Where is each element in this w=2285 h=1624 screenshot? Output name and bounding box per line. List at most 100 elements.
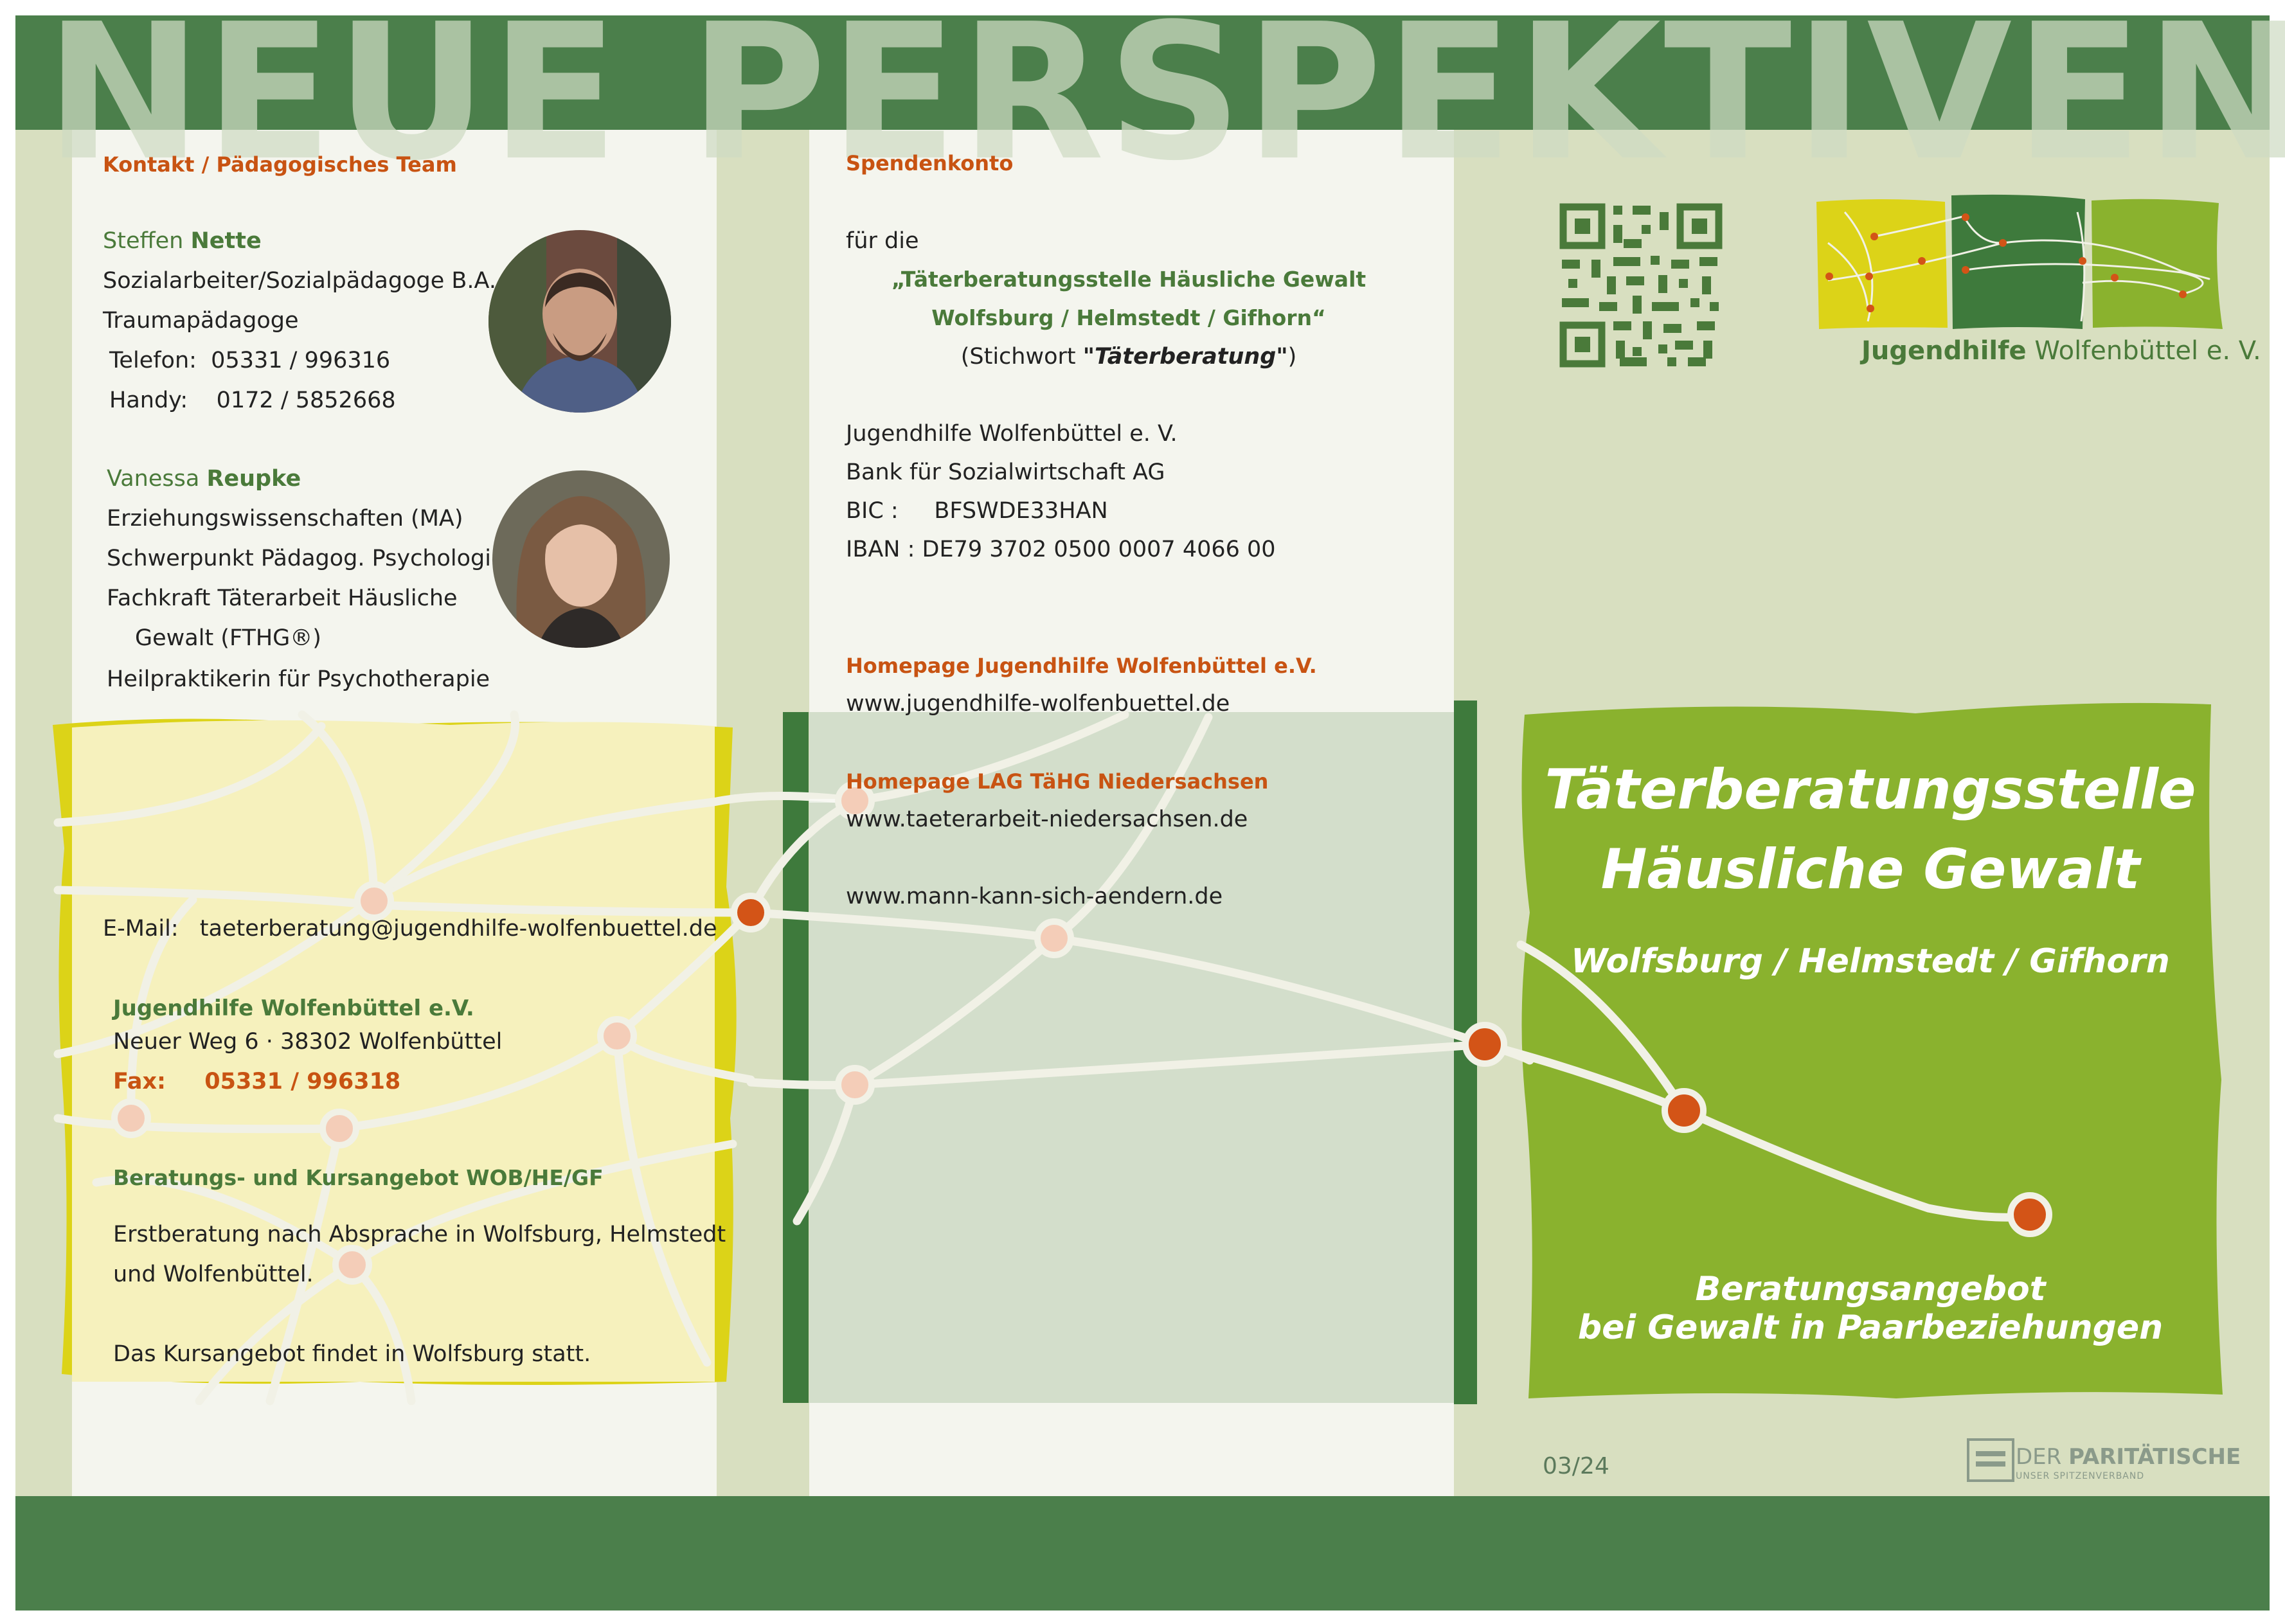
partner-name-a: DER (2016, 1444, 2069, 1470)
person1-line-2: Traumapädagoge (103, 308, 299, 334)
fax-label: Fax: (113, 1069, 166, 1094)
keyword-prefix: (Stichwort (960, 344, 1083, 370)
partner-name: DER PARITÄTISCHE (2016, 1446, 2241, 1468)
logo-dot-1 (1870, 233, 1878, 240)
node-pink-6 (835, 781, 875, 821)
line-11 (265, 1124, 344, 1405)
logo-line-5 (1965, 263, 2204, 296)
line-2 (53, 907, 755, 1134)
homepage-heading: Homepage Jugendhilfe Wolfenbüttel e.V. (846, 654, 1317, 678)
node-pink-3 (111, 1098, 151, 1138)
node-pink-4 (319, 1109, 359, 1148)
extra-link[interactable]: www.mann-kann-sich-aendern.de (846, 884, 1223, 909)
logo-dot-4 (1918, 257, 1926, 265)
keyword: "Täterberatung" (1082, 344, 1288, 370)
partner-tagline: UNSER SPITZENVERBAND (2016, 1471, 2145, 1481)
logo-dot-9 (2079, 257, 2086, 265)
middle-dark-stripe-left (783, 712, 809, 1403)
line-15 (746, 1040, 1489, 1089)
logo-square-green (1951, 194, 2085, 329)
logo-mark (1816, 194, 2223, 329)
logo-dot-3 (1999, 239, 2007, 247)
person2-line-2: Schwerpunkt Pädagog. Psychologie (107, 546, 505, 571)
donation-for: für die (846, 228, 919, 254)
person2-first: Vanessa (107, 466, 200, 492)
logo-dot-2 (1962, 213, 1969, 221)
paritaetische-logo-bar-2 (1976, 1461, 2005, 1467)
keyword-suffix: ) (1287, 344, 1297, 370)
cover-subtitle: Wolfsburg / Helmstedt / Gifhorn (1571, 942, 2170, 981)
offer-heading: Beratungs- und Kursangebot WOB/HE/GF (113, 1165, 604, 1190)
offer-line-2: und Wolfenbüttel. (113, 1262, 314, 1287)
person2-line-1: Erziehungswissenschaften (MA) (107, 506, 463, 531)
logo-square-lightgreen (2092, 199, 2223, 329)
person2-line-3: Fachkraft Täterarbeit Häusliche (107, 585, 458, 611)
person1-portrait (488, 230, 671, 413)
yellow-light-shape (72, 720, 715, 1382)
person1-line-1: Sozialarbeiter/Sozialpädagoge B.A. (103, 268, 496, 294)
cover-tagline-1: Beratungsangebot (1695, 1270, 2046, 1308)
logo-dot-6 (1865, 272, 1873, 280)
line-14 (53, 722, 326, 827)
person2-portrait (492, 470, 670, 648)
person1-first: Steffen (103, 228, 184, 254)
org-name: Jugendhilfe Wolfenbüttel e.V. (113, 995, 474, 1021)
cover-tagline-2: bei Gewalt in Paarbeziehungen (1577, 1308, 2164, 1347)
logo-line-1 (1827, 239, 2210, 281)
node-orange-2 (1462, 1022, 1507, 1067)
line-12 (127, 895, 197, 1123)
logo-line-2 (1874, 215, 1966, 238)
person1-mobile: Handy: 0172 / 5852668 (109, 388, 396, 413)
qr-code (1559, 203, 1723, 368)
person1-last: Nette (190, 228, 262, 254)
contact-heading: Kontakt / Pädagogisches Team (103, 152, 457, 177)
cover-title-line-1: Täterberatungsstelle (1545, 758, 2196, 822)
bank-line-1: Jugendhilfe Wolfenbüttel e. V. (846, 421, 1178, 447)
logo-text-rest: Wolfenbüttel e. V. (2026, 336, 2261, 366)
email-link[interactable]: taeterberatung@jugendhilfe-wolfenbuettel… (199, 916, 717, 941)
email-label: E-Mail: (103, 916, 179, 941)
person1-name: Steffen Nette (103, 230, 262, 253)
line-6 (92, 1175, 416, 1405)
paritaetische-logo-bar-1 (1976, 1451, 2005, 1456)
donation-heading: Spendenkonto (846, 151, 1014, 175)
line-17 (1480, 1040, 2034, 1222)
fax-row: Fax: 05331 / 996318 (113, 1071, 400, 1093)
node-pink-1 (354, 881, 394, 921)
line-18 (1516, 940, 1689, 1115)
person2-name: Vanessa Reupke (107, 468, 301, 490)
person2-line-4: Gewalt (FTHG®) (135, 625, 321, 651)
lag-heading: Homepage LAG TäHG Niedersachsen (846, 769, 1269, 794)
donation-name-line-1: „Täterberatungsstelle Häusliche Gewalt (891, 267, 1367, 292)
offer-line-3: Das Kursangebot findet in Wolfsburg stat… (113, 1341, 591, 1367)
lag-link[interactable]: www.taeterarbeit-niedersachsen.de (846, 807, 1248, 832)
node-orange-1 (731, 893, 771, 932)
edition: 03/24 (1543, 1453, 1609, 1479)
email-row: E-Mail: taeterberatung@jugendhilfe-wolfe… (103, 918, 717, 940)
bank-line-2: Bank für Sozialwirtschaft AG (846, 460, 1165, 485)
homepage-link[interactable]: www.jugendhilfe-wolfenbuettel.de (846, 691, 1230, 717)
node-pink-8 (835, 1065, 875, 1105)
node-pink-2 (597, 1016, 637, 1056)
cover-title-line-2: Häusliche Gewalt (1600, 837, 2140, 902)
paritaetische-logo (1967, 1438, 2014, 1482)
node-pink-5 (332, 1245, 372, 1285)
node-orange-3 (1662, 1088, 1707, 1133)
node-orange-4 (2007, 1192, 2052, 1237)
line-13 (370, 710, 519, 903)
person2-line-5: Heilpraktikerin für Psychotherapie (107, 666, 490, 692)
logo-text: Jugendhilfe Wolfenbüttel e. V. (1861, 338, 2261, 364)
logo-dot-5 (1825, 272, 1833, 280)
person2-photo (492, 470, 670, 648)
line-8 (195, 1260, 357, 1405)
logo-line-8 (2082, 280, 2183, 294)
line-9 (613, 1031, 712, 1367)
logo-dot-10 (2111, 274, 2119, 281)
logo-text-bold: Jugendhilfe (1861, 336, 2027, 366)
logo-line-3 (1827, 242, 1869, 309)
logo-square-yellow (1816, 199, 1948, 329)
partner-name-b: PARITÄTISCHE (2068, 1444, 2241, 1470)
logo-line-4 (1963, 217, 2003, 244)
